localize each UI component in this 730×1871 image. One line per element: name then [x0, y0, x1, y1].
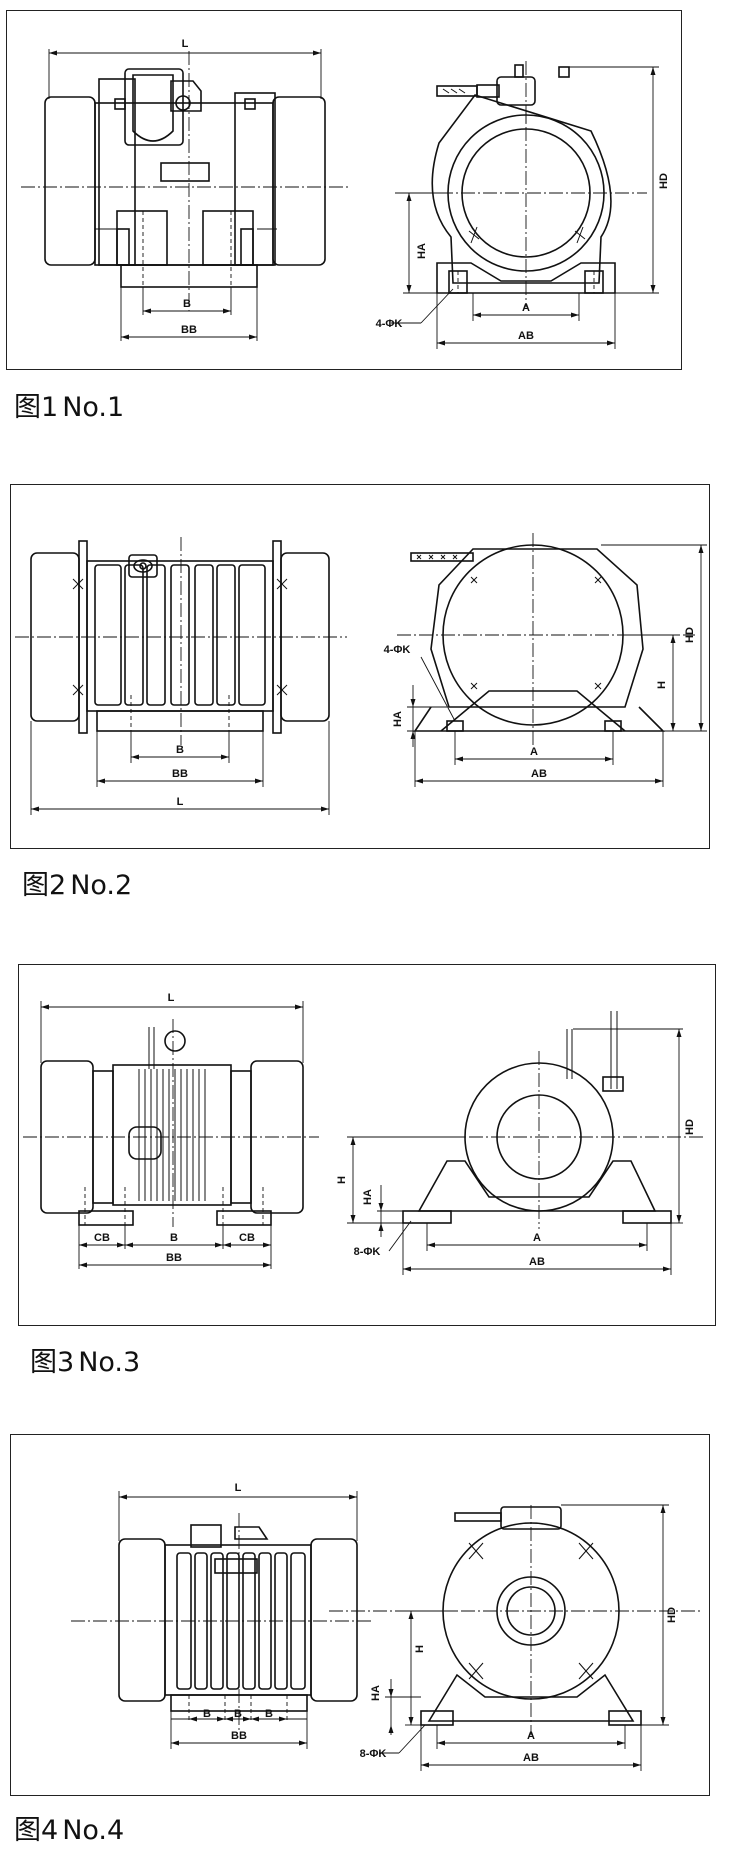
fig2-dim-B: B: [176, 744, 184, 756]
fig4-dim-B-2: B: [234, 1708, 242, 1720]
figure-1-caption-label: No.1: [62, 392, 125, 423]
figure-2-caption-label: No.2: [70, 870, 133, 901]
figure-2-svg: B BB L HD: [15, 533, 707, 815]
fig4-side-dimensions: HD H HA A AB 8-ΦK: [360, 1504, 678, 1771]
fig2-side-dimensions: HD H HA A AB 4-ΦK: [384, 544, 707, 787]
fig1-front-view: [21, 51, 351, 311]
figure-3-caption-prefix: 图3: [30, 1347, 75, 1378]
fig4-dim-H: H: [414, 1645, 426, 1653]
fig3-dim-B: B: [170, 1232, 178, 1244]
fig4-dim-BB: BB: [231, 1730, 247, 1742]
fig1-side-view: [395, 61, 647, 307]
fig2-dim-BB: BB: [172, 768, 188, 780]
fig2-dim-H: H: [656, 681, 668, 689]
figure-2-drawing: B BB L HD: [10, 484, 710, 849]
fig3-side-dimensions: HD H HA A AB 8-ΦK: [336, 1028, 696, 1275]
fig3-dim-CB-left: CB: [94, 1232, 110, 1244]
fig4-dim-B-3: B: [265, 1708, 273, 1720]
fig3-dim-HD: HD: [684, 1119, 696, 1135]
fig1-dim-HA: HA: [416, 243, 428, 259]
fig2-dim-K: 4-ΦK: [384, 644, 411, 656]
fig3-dim-BB: BB: [166, 1252, 182, 1264]
fig1-dim-L: L: [182, 38, 189, 50]
fig3-front-dimensions: L CB B CB BB: [40, 992, 304, 1269]
figure-3-drawing: L CB B CB BB: [18, 964, 716, 1326]
figure-3-svg: L CB B CB BB: [23, 992, 703, 1275]
fig1-dim-B: B: [183, 298, 191, 310]
fig1-dim-BB: BB: [181, 324, 197, 336]
figure-4-caption-prefix: 图4: [14, 1815, 59, 1846]
fig2-side-view: [397, 533, 695, 747]
figure-2-caption-prefix: 图2: [22, 870, 67, 901]
fig2-dim-AB: AB: [531, 768, 547, 780]
fig4-front-dimensions: L B B B BB: [118, 1482, 358, 1749]
fig4-dim-HD: HD: [666, 1607, 678, 1623]
fig3-dim-HA: HA: [362, 1189, 374, 1205]
fig4-dim-B-1: B: [203, 1708, 211, 1720]
fig1-side-dimensions: HD HA A AB 4-ΦK: [376, 66, 670, 349]
fig4-dim-K: 8-ΦK: [360, 1748, 387, 1760]
fig3-dim-K: 8-ΦK: [354, 1246, 381, 1258]
fig4-dim-L: L: [235, 1482, 242, 1494]
fig1-dim-A: A: [522, 302, 530, 314]
fig4-dim-HA: HA: [370, 1685, 382, 1701]
fig2-front-dimensions: B BB L: [30, 721, 330, 815]
figure-4-caption-label: No.4: [62, 1815, 125, 1846]
fig2-dim-A: A: [530, 746, 538, 758]
fig1-dim-HD: HD: [658, 173, 670, 189]
fig3-dim-AB: AB: [529, 1256, 545, 1268]
fig3-dim-CB-right: CB: [239, 1232, 255, 1244]
fig2-dim-L: L: [177, 796, 184, 808]
fig3-front-view: [23, 1019, 319, 1227]
figure-4-svg: L B B B BB: [71, 1482, 701, 1771]
fig1-front-dimensions: L B BB: [48, 38, 322, 341]
figure-4-drawing: L B B B BB: [10, 1434, 710, 1796]
figure-1-drawing: L B BB: [6, 10, 682, 370]
fig3-dim-A: A: [533, 1232, 541, 1244]
figure-1-svg: L B BB: [21, 38, 670, 349]
fig2-dim-HA: HA: [392, 711, 404, 727]
fig4-front-view: [71, 1513, 371, 1731]
fig4-side-view: [329, 1505, 701, 1735]
fig3-dim-L: L: [168, 992, 175, 1004]
fig3-dim-H: H: [336, 1176, 348, 1184]
fig2-dim-HD: HD: [684, 627, 696, 643]
fig4-dim-A: A: [527, 1730, 535, 1742]
figure-3-caption-label: No.3: [78, 1347, 141, 1378]
fig1-dim-AB: AB: [518, 330, 534, 342]
fig3-side-view: [402, 1011, 703, 1229]
fig4-dim-AB: AB: [523, 1752, 539, 1764]
fig2-front-view: [15, 537, 347, 745]
figure-1-caption-prefix: 图1: [14, 392, 59, 423]
fig1-dim-K: 4-ΦK: [376, 318, 403, 330]
